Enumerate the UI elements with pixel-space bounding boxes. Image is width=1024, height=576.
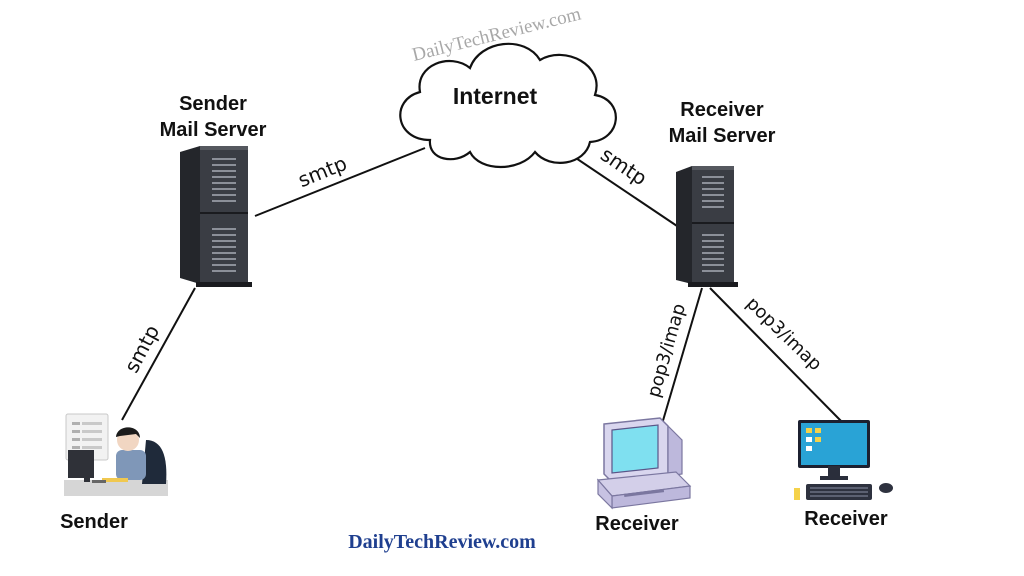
internet-label: Internet bbox=[453, 83, 538, 109]
link-sender-to-sender-server bbox=[121, 287, 196, 421]
receiver-mail-server-label-line1: Receiver bbox=[680, 99, 764, 121]
protocol-label-sender-internet: smtp bbox=[294, 151, 350, 192]
site-footer-text: DailyTechReview.com bbox=[348, 531, 536, 553]
link-receiver-server-to-receiver-2 bbox=[709, 287, 844, 424]
sender-mail-server-icon bbox=[180, 146, 252, 287]
sender-mail-server-label-line1: Sender bbox=[179, 93, 247, 115]
sender-at-computer-icon bbox=[64, 413, 168, 496]
sender-label: Sender bbox=[60, 511, 128, 533]
sender-mail-server-label-line2: Mail Server bbox=[160, 119, 267, 141]
receiver-crt-computer-icon bbox=[596, 417, 692, 510]
receiver-desktop-computer-icon bbox=[794, 420, 893, 500]
link-receiver-server-to-receiver-1 bbox=[661, 287, 703, 425]
receiver-mail-server-icon bbox=[676, 166, 738, 287]
link-sender-server-to-internet bbox=[254, 147, 426, 217]
protocol-label-sender-server: smtp bbox=[119, 321, 164, 377]
receiver-2-label: Receiver bbox=[804, 508, 888, 530]
receiver-mail-server-label-line2: Mail Server bbox=[669, 125, 776, 147]
internet-cloud-icon bbox=[399, 42, 617, 169]
receiver-1-label: Receiver bbox=[595, 513, 679, 535]
protocol-label-internet-receiver: smtp bbox=[596, 142, 651, 190]
